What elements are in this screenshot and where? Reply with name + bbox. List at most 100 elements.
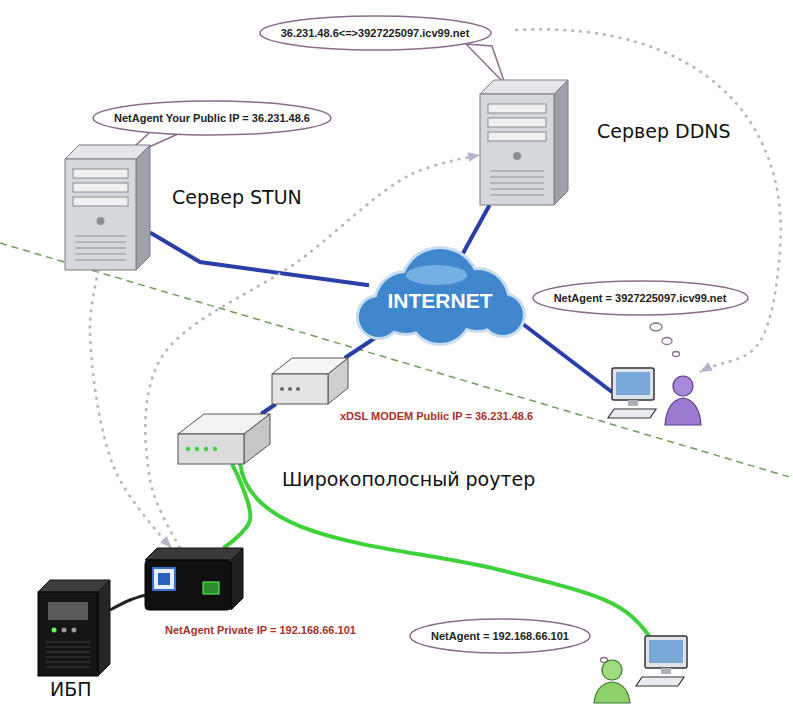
illustration-part (65, 159, 136, 270)
node-label: NetAgent = 192.168.66.101 (431, 630, 569, 642)
illustration-part (490, 170, 544, 172)
internet-cloud: INTERNET (355, 245, 525, 345)
illustration-part (244, 414, 270, 464)
illustration-part (410, 619, 590, 653)
illustration-part (490, 194, 544, 196)
ups-box-shape (38, 580, 110, 676)
illustration-part (46, 666, 90, 668)
illustration-part (272, 374, 328, 404)
illustration-part (554, 80, 568, 205)
illustration-part (616, 372, 650, 395)
lan-cable (240, 463, 652, 640)
node-label: Сервер DDNS (597, 120, 731, 142)
illustration-part (75, 247, 126, 249)
illustration-part (46, 656, 90, 658)
illustration-part (636, 677, 684, 686)
illustration-part (513, 152, 521, 160)
ups-drawing (38, 580, 110, 676)
data-flow-arrow (90, 270, 172, 548)
local-user (594, 660, 630, 703)
node-label: ИБП (50, 678, 92, 700)
illustration-part (75, 259, 126, 261)
cloud-drawing (359, 249, 523, 343)
illustration-part (490, 176, 544, 178)
illustration-part (97, 217, 105, 225)
illustration-part (73, 169, 128, 178)
illustration-part (46, 661, 90, 663)
server-box: Сервер STUN (65, 145, 150, 270)
illustration-part (673, 352, 680, 357)
illustration-part (62, 628, 67, 633)
illustration-part (178, 434, 244, 464)
illustration-part (75, 241, 126, 243)
bubble-tail (466, 44, 505, 84)
illustration-part (213, 447, 217, 451)
node-label: NetAgent = 3927225097.icv99.net (554, 292, 727, 304)
network-link (110, 595, 145, 610)
illustration-part (65, 145, 150, 159)
illustration-part (612, 368, 654, 400)
speech-bubble: NetAgent = 3927225097.icv99.net (532, 280, 749, 316)
server-box-shape (480, 80, 568, 205)
node-label: Сервер STUN (172, 186, 302, 208)
illustration-part (533, 281, 748, 315)
illustration-part (406, 265, 467, 285)
server-drawing (480, 80, 568, 205)
speech-bubble: NetAgent Your Public IP = 36.231.48.6 (92, 100, 332, 136)
illustration-part (602, 660, 622, 680)
illustration-part (594, 682, 630, 703)
illustration-part (488, 132, 546, 141)
network-link (261, 404, 276, 414)
illustration-part (296, 387, 300, 391)
illustration-part (93, 101, 331, 135)
bubble-drawing (410, 619, 590, 653)
illustration-part (186, 447, 190, 451)
thought-dots (601, 323, 680, 663)
netagent-box: NetAgent Private IP = 192.168.66.101 (145, 548, 243, 610)
illustration-part (145, 560, 231, 610)
illustration-part (46, 651, 90, 653)
illustration-part (328, 358, 348, 404)
illustration-part (673, 376, 693, 396)
illustration-part (280, 387, 284, 391)
bubble-drawing (260, 16, 491, 50)
illustration-part (288, 387, 292, 391)
illustration-part (48, 602, 88, 620)
server-box-shape (65, 145, 150, 270)
bubble-drawing (93, 101, 331, 135)
netagent-box-shape (145, 548, 243, 610)
illustration-part (480, 80, 568, 94)
illustration-part (480, 94, 554, 205)
illustration-part (260, 16, 491, 50)
illustration-part (73, 197, 128, 206)
node-label: xDSL MODEM Public IP = 36.231.48.6 (340, 410, 533, 422)
network-boundary (0, 243, 793, 478)
modem-box: xDSL MODEM Public IP = 36.231.48.6 (272, 358, 348, 404)
illustration-part (75, 235, 126, 237)
illustration-part (665, 398, 701, 425)
illustration-part (145, 548, 243, 560)
network-link (223, 464, 250, 548)
illustration-part (72, 628, 77, 633)
remote-computer (608, 368, 656, 418)
illustration-part (158, 573, 170, 585)
illustration-part (649, 640, 683, 663)
illustration-part (231, 548, 243, 610)
illustration-part (650, 323, 662, 331)
illustration-part (153, 568, 175, 590)
ups-box: ИБП (38, 580, 110, 676)
illustration-part (488, 118, 546, 127)
illustration-part (46, 641, 90, 643)
node-label: NetAgent Your Public IP = 36.231.48.6 (114, 112, 310, 124)
illustration-part (661, 668, 671, 674)
illustration-part (488, 104, 546, 113)
illustration-part (203, 582, 219, 594)
illustration-part (195, 447, 199, 451)
illustration-part (204, 447, 208, 451)
server-box: Сервер DDNS (480, 80, 568, 205)
illustration-part (628, 400, 638, 406)
